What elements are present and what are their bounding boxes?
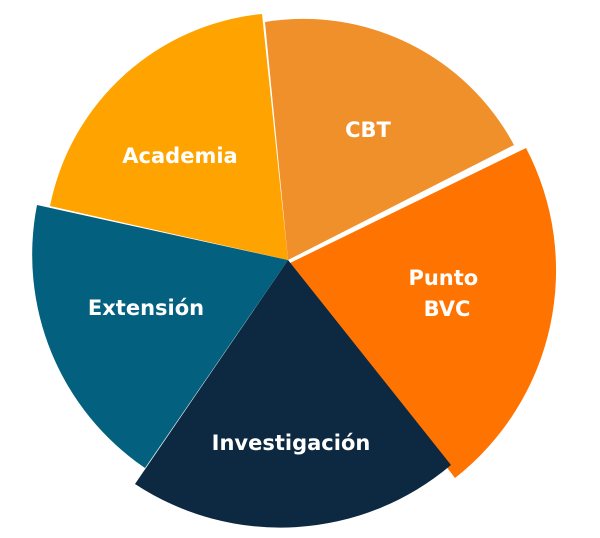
label-punto-bvc-line-1: Punto <box>408 266 478 290</box>
label-punto-bvc-line-2: BVC <box>424 297 471 321</box>
wedge-punto-bvc <box>290 148 557 478</box>
wedge-investigacion <box>135 260 451 528</box>
segment-cbt: CBT <box>265 18 514 260</box>
label-cbt: CBT <box>345 118 391 142</box>
segment-punto-bvc: Punto BVC <box>290 148 557 478</box>
label-punto-bvc: Punto BVC <box>408 266 485 321</box>
label-investigacion-line-1: Investigación <box>212 431 371 455</box>
label-academia-line-1: Academia <box>122 144 237 168</box>
label-investigacion: Investigación <box>212 431 371 455</box>
label-cbt-line-1: CBT <box>345 118 391 142</box>
segment-extension: Extensión <box>32 205 289 468</box>
wedge-academia <box>50 14 288 260</box>
segment-investigacion: Investigación <box>135 260 451 528</box>
wedge-cbt <box>265 18 514 260</box>
label-academia: Academia <box>122 144 237 168</box>
label-extension: Extensión <box>88 296 204 320</box>
label-extension-line-1: Extensión <box>88 296 204 320</box>
wedge-extension <box>32 205 289 468</box>
segment-academia: Academia <box>50 14 288 260</box>
